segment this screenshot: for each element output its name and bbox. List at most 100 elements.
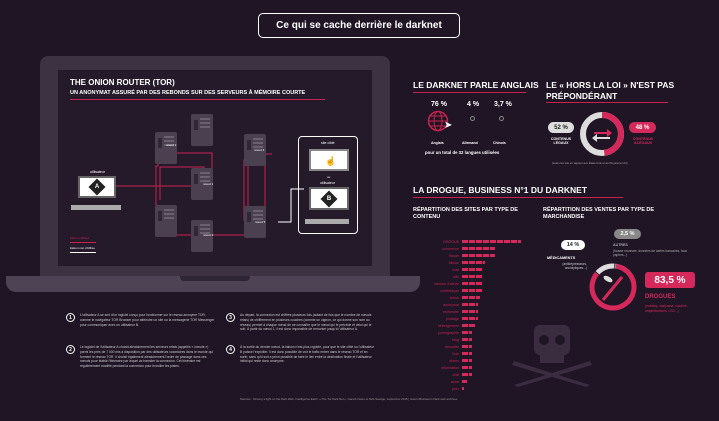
bar-row: commerce bbox=[400, 245, 530, 252]
bar bbox=[462, 331, 472, 334]
divider bbox=[413, 92, 526, 93]
bar-label: chat bbox=[452, 372, 459, 377]
hand-cursor-icon: ☝ bbox=[325, 156, 337, 166]
bar bbox=[462, 296, 481, 299]
step-text: Le logiciel de l'utilisateur A choisit a… bbox=[80, 345, 214, 369]
bar-row: information bbox=[400, 364, 530, 371]
bar-label: arme bbox=[450, 379, 459, 384]
legend-line bbox=[70, 242, 96, 243]
skull-crossbones-icon bbox=[512, 325, 592, 387]
laptop-notch bbox=[180, 276, 250, 281]
bar-row: lanceur d'alerte bbox=[400, 280, 530, 287]
legend-encrypted: liaison chiffrée bbox=[70, 236, 90, 240]
bar-label: recherche bbox=[443, 309, 459, 314]
drugs-label: DROGUES bbox=[645, 294, 676, 300]
server-node-3 bbox=[191, 220, 213, 252]
others-label: AUTRES bbox=[613, 243, 628, 247]
keyboard-icon bbox=[305, 219, 349, 224]
bar-row: wiki bbox=[400, 273, 530, 280]
legal-label: CONTENUS LÉGAUX bbox=[550, 137, 572, 145]
user-b-badge: B bbox=[326, 196, 332, 202]
bar-label: anonymat bbox=[443, 302, 459, 307]
bar-row: jeux bbox=[400, 385, 530, 392]
source-note: Sources : Kirsung a light on the Dark We… bbox=[240, 397, 458, 401]
bar-label: livre bbox=[452, 351, 459, 356]
bar-row: recherche bbox=[400, 308, 530, 315]
user-a-monitor: A bbox=[78, 176, 116, 198]
legal-note: (selon les lois en vigueur aux États-Uni… bbox=[552, 161, 628, 165]
bar-label: annuaire bbox=[445, 344, 459, 349]
bar-row: anonymat bbox=[400, 301, 530, 308]
globe-icon-small bbox=[470, 116, 475, 121]
bar-row: arme bbox=[400, 378, 530, 385]
bar-row: annuaire bbox=[400, 343, 530, 350]
bar-label: contrefaçon bbox=[440, 288, 459, 293]
bar-label: mail bbox=[452, 267, 459, 272]
node-label: nœud 3 bbox=[203, 233, 214, 237]
target-site-label: site ciblé bbox=[321, 141, 335, 145]
step-text: À la sortie du dernier nœud, la liaison … bbox=[240, 345, 375, 364]
step-number: 4 bbox=[226, 345, 235, 354]
bar-label: commerce bbox=[442, 246, 459, 251]
german-label: Allemand bbox=[462, 141, 478, 145]
bar bbox=[462, 380, 468, 383]
english-label: Anglais bbox=[431, 141, 444, 145]
bar bbox=[462, 303, 479, 306]
bar-label: DROGUE bbox=[443, 239, 459, 244]
legal-title: LE « HORS LA LOI » N'EST PAS PRÉPONDÉRAN… bbox=[546, 80, 675, 101]
node-label: nœud 4 bbox=[254, 148, 265, 152]
bar bbox=[462, 275, 482, 278]
chinese-label: Chinois bbox=[493, 141, 506, 145]
legend-plain: liaison non chiffrée bbox=[70, 246, 95, 250]
bar bbox=[462, 268, 482, 271]
step-number: 3 bbox=[226, 313, 235, 322]
step-number: 1 bbox=[66, 313, 75, 322]
bar-row: blog bbox=[400, 336, 530, 343]
bar-row: mail bbox=[400, 266, 530, 273]
bar-label: lanceur d'alerte bbox=[434, 281, 459, 286]
destination-box: site ciblé ☝ ou utilisateur B bbox=[298, 136, 358, 234]
bar-row: pornographie bbox=[400, 329, 530, 336]
bar-label: pornographie bbox=[437, 330, 459, 335]
node-label: nœud 1 bbox=[203, 182, 214, 186]
divider bbox=[413, 197, 623, 198]
server-node-4 bbox=[244, 134, 266, 166]
drugs-title: LA DROGUE, BUSINESS N°1 DU DARKNET bbox=[413, 185, 588, 195]
bar bbox=[462, 289, 482, 292]
bar bbox=[462, 240, 521, 243]
drugs-value: 83,5 % bbox=[645, 272, 695, 288]
german-value: 4 % bbox=[467, 101, 480, 108]
meds-label: MÉDICAMENTS bbox=[547, 256, 576, 260]
drugs-desc: (ecstasy, marijuana, cocaïne, amphétamin… bbox=[645, 304, 688, 313]
sales-title: RÉPARTITION DES VENTES PAR TYPE DE MARCH… bbox=[543, 207, 655, 221]
chinese-value: 3,7 % bbox=[494, 101, 512, 108]
bar bbox=[462, 338, 472, 341]
bar bbox=[462, 247, 495, 250]
tor-title: THE ONION ROUTER (TOR) bbox=[70, 78, 175, 87]
bar bbox=[462, 345, 472, 348]
tor-subtitle: UN ANONYMAT ASSURÉ PAR DES REBONDS SUR D… bbox=[70, 90, 306, 96]
bar-label: hébergement bbox=[437, 323, 459, 328]
laptop-screen: THE ONION ROUTER (TOR) UN ANONYMAT ASSUR… bbox=[58, 70, 372, 266]
divider bbox=[546, 102, 668, 103]
legal-value: 52 % bbox=[548, 122, 574, 133]
bar bbox=[462, 261, 485, 264]
bar bbox=[462, 366, 472, 369]
bar-label: divers bbox=[449, 358, 459, 363]
server-node-2 bbox=[155, 132, 177, 164]
server-node-1 bbox=[191, 168, 213, 200]
step-4: 4 À la sortie du dernier nœud, la liaison… bbox=[226, 345, 376, 364]
bar-label: wiki bbox=[453, 274, 459, 279]
server-node-5 bbox=[244, 206, 266, 238]
sales-donut bbox=[589, 263, 637, 311]
bar-label: jeux bbox=[452, 386, 459, 391]
bar bbox=[462, 282, 482, 285]
bar-row: contrefaçon bbox=[400, 287, 530, 294]
legend-line bbox=[70, 252, 96, 253]
bar-label: information bbox=[441, 365, 459, 370]
bar-row: hébergement bbox=[400, 322, 530, 329]
server bbox=[191, 114, 213, 146]
